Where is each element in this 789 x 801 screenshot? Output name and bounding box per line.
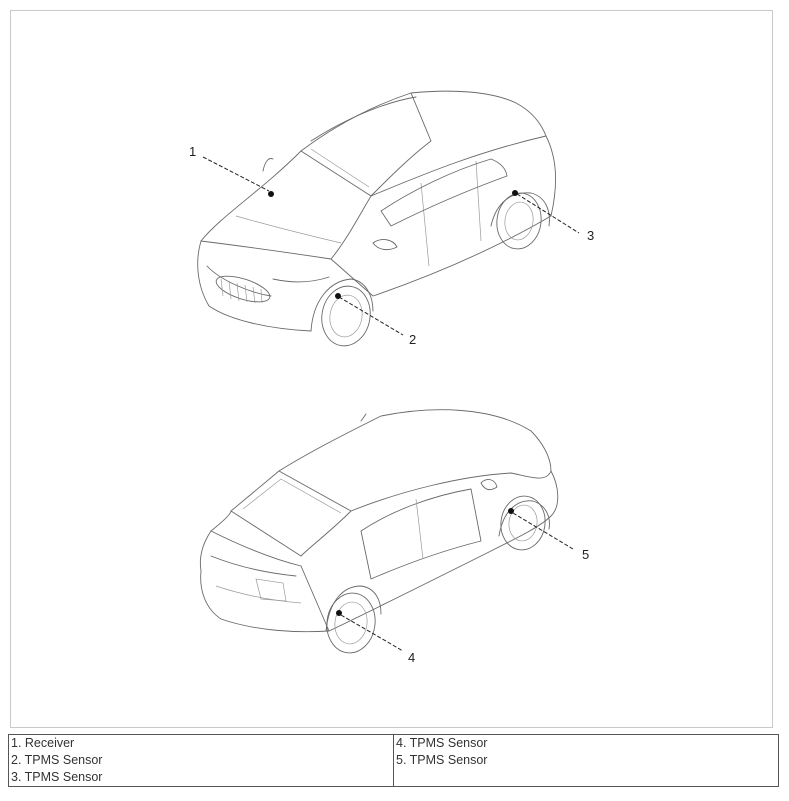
callout-4: 4 [336, 610, 415, 665]
legend-item-tpms-sensor-5: 5. TPMS Sensor [396, 753, 488, 767]
legend-item-receiver: 1. Receiver [11, 736, 75, 750]
svg-text:5: 5 [582, 547, 589, 562]
legend-item-tpms-sensor-4: 4. TPMS Sensor [396, 736, 488, 750]
svg-text:3: 3 [587, 228, 594, 243]
diagram-frame: 1 2 3 [10, 10, 773, 728]
callout-2: 2 [335, 293, 416, 347]
callout-5: 5 [508, 508, 589, 562]
svg-text:1: 1 [189, 144, 196, 159]
legend-item-tpms-sensor-3: 3. TPMS Sensor [11, 770, 103, 784]
legend-row: 1. Receiver 2. TPMS Sensor 3. TPMS Senso… [8, 734, 779, 787]
callout-1: 1 [189, 144, 274, 197]
tpms-diagram: 1 2 3 [189, 90, 594, 665]
car-rear-view [199, 409, 559, 654]
legend-table: 1. Receiver 2. TPMS Sensor 3. TPMS Senso… [8, 734, 779, 787]
car-front-view [197, 90, 557, 347]
legend-item-tpms-sensor-2: 2. TPMS Sensor [11, 753, 103, 767]
svg-text:4: 4 [408, 650, 415, 665]
callout-3: 3 [512, 190, 594, 243]
legend-column-left: 1. Receiver 2. TPMS Sensor 3. TPMS Senso… [8, 734, 394, 787]
legend-column-right: 4. TPMS Sensor 5. TPMS Sensor [393, 734, 779, 787]
svg-text:2: 2 [409, 332, 416, 347]
